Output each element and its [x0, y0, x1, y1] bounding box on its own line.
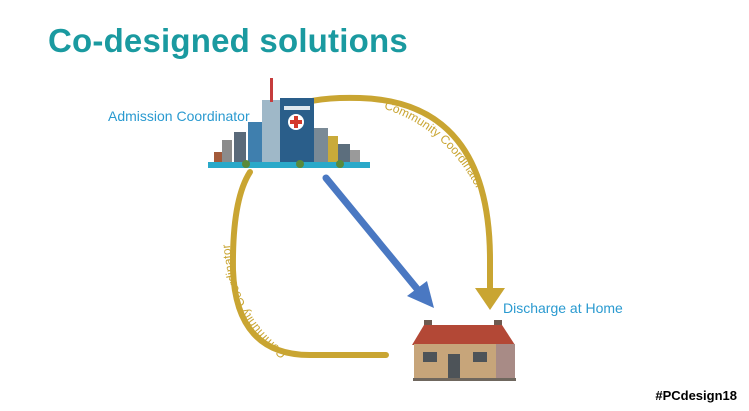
hashtag: #PCdesign18: [655, 388, 737, 403]
community-arc-left: [229, 169, 389, 358]
arc-label-left-path: Community Coordinator: [219, 244, 289, 362]
arc-label-left: Community Coordinator: [219, 244, 289, 362]
slide-title: Co-designed solutions: [48, 22, 408, 59]
arc-label-top-right-path: Community Coordinator: [383, 98, 487, 191]
discharge-at-home-label: Discharge at Home: [503, 300, 623, 316]
arc-label-top-right: Community Coordinator: [383, 98, 487, 191]
hospital-city-icon: [208, 78, 370, 168]
admission-coordinator-label: Admission Coordinator: [108, 108, 250, 124]
house-icon: [412, 320, 516, 381]
direct-arrow-line: [322, 174, 422, 294]
direct-arrow-head: [407, 281, 434, 308]
community-arc-arrowhead: [475, 288, 505, 310]
